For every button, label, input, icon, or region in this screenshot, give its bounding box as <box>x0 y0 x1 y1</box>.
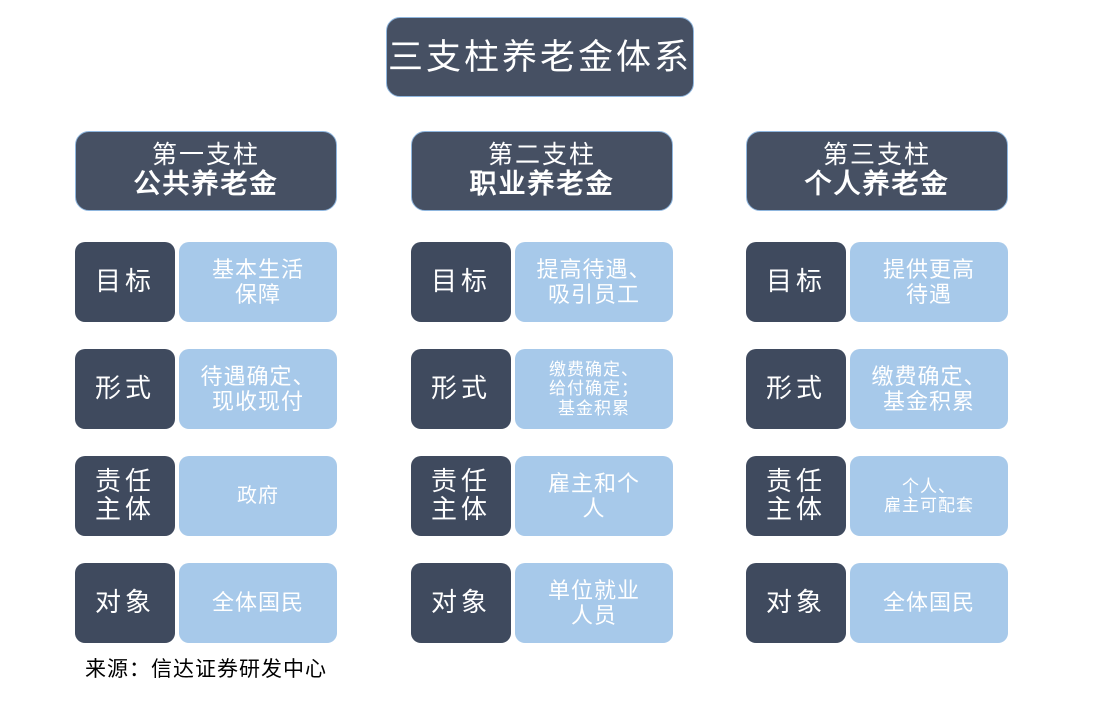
cell-value-responsible-party-2-line1: 雇主和个 <box>547 470 640 496</box>
cell-value-form-1-line2: 现收现付 <box>211 389 304 414</box>
cell-value-objective-2-line2: 吸引员工 <box>547 282 640 307</box>
cell-value-responsible-party-1-line1: 政府 <box>237 484 279 507</box>
row-label-responsible-party-2-line1: 责任 <box>430 467 491 497</box>
row-label-target-group-1: 对象 <box>75 563 175 643</box>
row-label-objective-2: 目标 <box>411 242 511 322</box>
cell-value-form-2: 缴费确定、 给付确定； 基金积累 <box>515 349 673 429</box>
cell-value-form-3: 缴费确定、 基金积累 <box>850 349 1008 429</box>
cell-value-form-2-line2: 给付确定； <box>549 379 639 399</box>
page-title: 三支柱养老金体系 <box>387 37 692 77</box>
attribute-row-responsible-party-1: 责任 主体 政府 <box>75 456 337 536</box>
cell-value-target-group-1: 全体国民 <box>179 563 337 643</box>
attribute-row-target-group-1: 对象 全体国民 <box>75 563 337 643</box>
row-label-objective-1-line1: 目标 <box>94 267 155 297</box>
cell-value-responsible-party-3-line1: 个人、 <box>902 476 956 496</box>
cell-value-form-2-line1: 缴费确定、 <box>549 359 639 379</box>
pillar-header-2-line1: 第二支柱 <box>487 142 596 170</box>
pillar-header-3: 第三支柱 个人养老金 <box>746 131 1008 211</box>
cell-value-objective-2: 提高待遇、 吸引员工 <box>515 242 673 322</box>
attribute-row-responsible-party-3: 责任 主体 个人、 雇主可配套 <box>746 456 1008 536</box>
row-label-form-2: 形式 <box>411 349 511 429</box>
cell-value-responsible-party-2-line2: 人 <box>582 496 606 521</box>
row-label-form-2-line1: 形式 <box>430 374 491 404</box>
cell-value-form-1: 待遇确定、 现收现付 <box>179 349 337 429</box>
attribute-row-form-3: 形式 缴费确定、 基金积累 <box>746 349 1008 429</box>
cell-value-target-group-3-line1: 全体国民 <box>882 590 975 616</box>
row-label-objective-3: 目标 <box>746 242 846 322</box>
cell-value-form-2-line3: 基金积累 <box>558 398 630 418</box>
pillar-header-2: 第二支柱 职业养老金 <box>411 131 673 211</box>
cell-value-objective-1-line1: 基本生活 <box>211 256 304 282</box>
cell-value-target-group-2-line2: 人员 <box>570 603 617 628</box>
row-label-responsible-party-2: 责任 主体 <box>411 456 511 536</box>
row-label-objective-1: 目标 <box>75 242 175 322</box>
row-label-target-group-1-line1: 对象 <box>94 588 155 618</box>
attribute-row-objective-1: 目标 基本生活 保障 <box>75 242 337 322</box>
cell-value-responsible-party-3: 个人、 雇主可配套 <box>850 456 1008 536</box>
attribute-row-form-1: 形式 待遇确定、 现收现付 <box>75 349 337 429</box>
source-note: 来源：信达证券研发中心 <box>85 657 327 681</box>
row-label-responsible-party-3: 责任 主体 <box>746 456 846 536</box>
cell-value-responsible-party-2: 雇主和个 人 <box>515 456 673 536</box>
row-label-objective-3-line1: 目标 <box>765 267 826 297</box>
row-label-responsible-party-3-line1: 责任 <box>765 467 826 497</box>
row-label-responsible-party-3-line2: 主体 <box>765 495 826 524</box>
row-label-target-group-3: 对象 <box>746 563 846 643</box>
row-label-target-group-3-line1: 对象 <box>765 588 826 618</box>
attribute-row-form-2: 形式 缴费确定、 给付确定； 基金积累 <box>411 349 673 429</box>
row-label-objective-2-line1: 目标 <box>430 267 491 297</box>
cell-value-target-group-2-line1: 单位就业 <box>547 577 640 603</box>
cell-value-responsible-party-1: 政府 <box>179 456 337 536</box>
pillar-column-1: 第一支柱 公共养老金 目标 基本生活 保障 形式 待遇确定、 现收现付 责任 <box>75 131 337 643</box>
row-label-target-group-2-line1: 对象 <box>430 588 491 618</box>
row-label-form-1-line1: 形式 <box>94 374 155 404</box>
pillar-header-1-line2: 公共养老金 <box>133 169 279 200</box>
pillar-header-3-line2: 个人养老金 <box>804 169 950 200</box>
attribute-row-target-group-3: 对象 全体国民 <box>746 563 1008 643</box>
cell-value-objective-1: 基本生活 保障 <box>179 242 337 322</box>
attribute-row-target-group-2: 对象 单位就业 人员 <box>411 563 673 643</box>
attribute-row-objective-2: 目标 提高待遇、 吸引员工 <box>411 242 673 322</box>
pillar-header-3-line1: 第三支柱 <box>822 142 931 170</box>
cell-value-target-group-3: 全体国民 <box>850 563 1008 643</box>
diagram-title-box: 三支柱养老金体系 <box>386 17 694 97</box>
cell-value-form-1-line1: 待遇确定、 <box>200 363 316 389</box>
cell-value-target-group-2: 单位就业 人员 <box>515 563 673 643</box>
cell-value-responsible-party-3-line2: 雇主可配套 <box>884 496 974 515</box>
cell-value-objective-3: 提供更高 待遇 <box>850 242 1008 322</box>
cell-value-objective-3-line1: 提供更高 <box>882 256 975 282</box>
cell-value-form-3-line1: 缴费确定、 <box>871 363 987 389</box>
cell-value-target-group-1-line1: 全体国民 <box>211 590 304 616</box>
pillar-column-2: 第二支柱 职业养老金 目标 提高待遇、 吸引员工 形式 缴费确定、 给付确定； … <box>411 131 673 643</box>
pillar-header-2-line2: 职业养老金 <box>469 169 615 200</box>
row-label-responsible-party-1-line2: 主体 <box>94 495 155 524</box>
pillar-header-1-line1: 第一支柱 <box>151 142 260 170</box>
row-label-form-3-line1: 形式 <box>765 374 826 404</box>
pillar-header-1: 第一支柱 公共养老金 <box>75 131 337 211</box>
attribute-row-objective-3: 目标 提供更高 待遇 <box>746 242 1008 322</box>
cell-value-objective-2-line1: 提高待遇、 <box>536 256 652 282</box>
row-label-form-1: 形式 <box>75 349 175 429</box>
row-label-form-3: 形式 <box>746 349 846 429</box>
attribute-row-responsible-party-2: 责任 主体 雇主和个 人 <box>411 456 673 536</box>
row-label-responsible-party-2-line2: 主体 <box>430 495 491 524</box>
cell-value-objective-3-line2: 待遇 <box>905 282 952 307</box>
cell-value-objective-1-line2: 保障 <box>234 282 281 307</box>
row-label-target-group-2: 对象 <box>411 563 511 643</box>
cell-value-form-3-line2: 基金积累 <box>882 389 975 414</box>
row-label-responsible-party-1-line1: 责任 <box>94 467 155 497</box>
pillar-column-3: 第三支柱 个人养老金 目标 提供更高 待遇 形式 缴费确定、 基金积累 责任 <box>746 131 1008 643</box>
row-label-responsible-party-1: 责任 主体 <box>75 456 175 536</box>
